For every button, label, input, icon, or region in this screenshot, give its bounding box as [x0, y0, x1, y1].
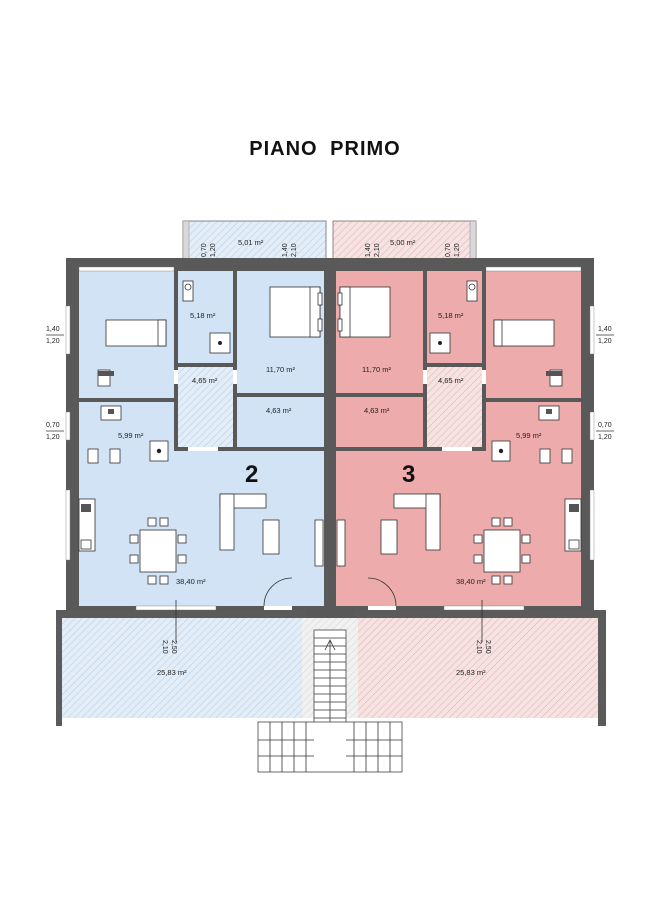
- hall-2: [178, 367, 233, 447]
- area-hall-3: 4,65 m²: [438, 376, 464, 385]
- area-closet-2: 4,63 m²: [266, 406, 292, 415]
- dim-2-window-bedroom-b: 1,20: [46, 338, 60, 345]
- dim-3-window-bath-a: 0,70: [598, 422, 612, 429]
- closet-2: [237, 397, 324, 447]
- hall-3: [427, 367, 482, 447]
- living-2: [79, 451, 324, 606]
- dim-3-balcony-left-b: 2,10: [374, 243, 381, 257]
- living-3: [336, 451, 581, 606]
- dim-2-window-bedroom-a: 1,40: [46, 326, 60, 333]
- dim-2-window-bath-b: 1,20: [46, 434, 60, 441]
- dim-2-terrace-door-b: 2,10: [161, 640, 168, 654]
- area-bath-top-3: 5,18 m²: [438, 311, 464, 320]
- area-living-2: 38,40 m²: [176, 577, 206, 586]
- area-bath-top-2: 5,18 m²: [190, 311, 216, 320]
- dim-2-balcony-right-a: 1,40: [282, 243, 289, 257]
- area-terrace-3: 25,83 m²: [456, 668, 486, 677]
- terrace-unit-2: [62, 618, 302, 718]
- area-terrace-2: 25,83 m²: [157, 668, 187, 677]
- dim-3-window-bath-b: 1,20: [598, 434, 612, 441]
- area-balcony-2: 5,01 m²: [238, 238, 264, 247]
- area-master-bedroom-3: 11,70 m²: [362, 365, 392, 374]
- furniture-unit-3: [336, 280, 582, 607]
- dim-3-terrace-door-b: 2,10: [475, 640, 482, 654]
- dim-3-balcony-right-a: 0,70: [445, 243, 452, 257]
- dim-2-balcony-left-a: 0,70: [201, 243, 208, 257]
- dim-3-balcony-left-a: 1,40: [365, 243, 372, 257]
- area-balcony-3: 5,00 m²: [390, 238, 416, 247]
- dim-2-terrace-door-a: 2,50: [170, 640, 177, 654]
- area-living-3: 38,40 m²: [456, 577, 486, 586]
- unit-3-label: 3: [402, 461, 415, 488]
- area-master-bedroom-2: 11,70 m²: [266, 365, 296, 374]
- dim-2-balcony-right-b: 2,10: [291, 243, 298, 257]
- balcony-unit-2: [182, 220, 327, 260]
- area-closet-3: 4,63 m²: [364, 406, 390, 415]
- dim-3-balcony-right-b: 1,20: [454, 243, 461, 257]
- area-bath-bottom-3: 5,99 m²: [516, 431, 542, 440]
- balcony-unit-3: [332, 220, 477, 260]
- dim-3-window-bedroom-b: 1,20: [598, 338, 612, 345]
- area-bath-bottom-2: 5,99 m²: [118, 431, 144, 440]
- dim-2-window-bath-a: 0,70: [46, 422, 60, 429]
- staircase: [257, 618, 403, 773]
- closet-3: [336, 397, 423, 447]
- area-hall-2: 4,65 m²: [192, 376, 218, 385]
- terrace-unit-3: [358, 618, 598, 718]
- dim-3-terrace-door-a: 2,50: [484, 640, 491, 654]
- unit-2-label: 2: [245, 461, 258, 488]
- page-title: PIANO PRIMO: [249, 138, 401, 160]
- dim-3-window-bedroom-a: 1,40: [598, 326, 612, 333]
- furniture-unit-2: [78, 280, 324, 607]
- dim-2-balcony-left-b: 1,20: [210, 243, 217, 257]
